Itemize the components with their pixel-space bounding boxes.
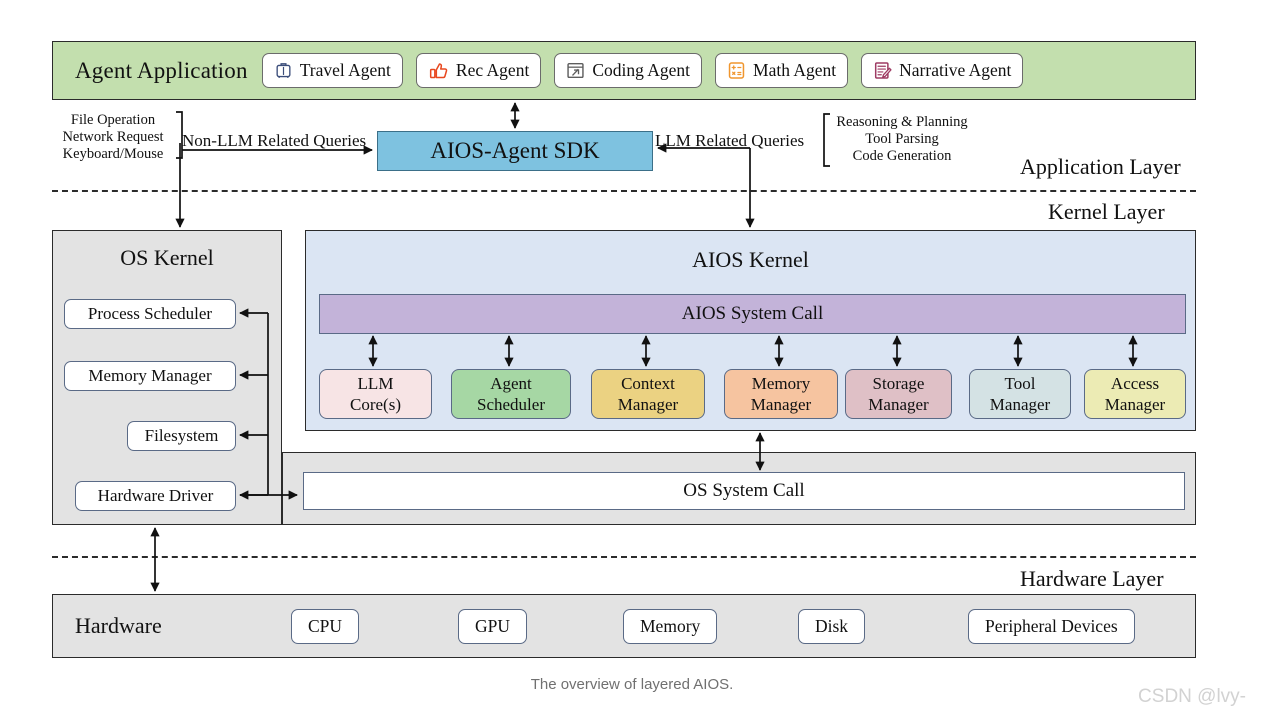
agent-chip-label: Narrative Agent <box>899 60 1012 80</box>
document-pen-icon <box>873 61 892 80</box>
llm-queries-group: Reasoning & Planning Tool Parsing Code G… <box>832 114 972 165</box>
agent-chip-label: Travel Agent <box>299 60 391 80</box>
aios-agent-sdk-label: AIOS-Agent SDK <box>430 138 600 163</box>
code-window-icon <box>566 61 585 80</box>
suitcase-icon <box>274 61 293 80</box>
hardware-title: Hardware <box>75 613 162 638</box>
aios-module-label-line2: Manager <box>750 395 812 414</box>
os-kernel-module-hardware-driver[interactable]: Hardware Driver <box>75 481 236 511</box>
agent-chip-label: Rec Agent <box>455 60 530 80</box>
os-kernel-module-label: Filesystem <box>144 426 219 445</box>
aios-module-label-line2: Manager <box>868 395 929 414</box>
agent-chip-label: Math Agent <box>753 60 837 80</box>
aios-module-label-line2: Manager <box>989 395 1051 414</box>
agent-chip-coding-agent[interactable]: Coding Agent <box>554 53 703 88</box>
hardware-component-disk[interactable]: Disk <box>798 608 866 644</box>
agent-chip-label: Coding Agent <box>592 60 691 80</box>
os-kernel-module-memory-manager[interactable]: Memory Manager <box>64 361 236 391</box>
non-llm-query-item: Network Request <box>62 129 164 145</box>
aios-module-label-line2: Scheduler <box>477 395 545 414</box>
aios-module-label-line1: Agent <box>490 374 532 393</box>
aios-module-storage-manager[interactable]: Storage Manager <box>845 369 952 419</box>
divider-kernel-hardware <box>52 556 1196 558</box>
divider-application-kernel <box>52 190 1196 192</box>
os-kernel-module-label: Memory Manager <box>88 366 212 385</box>
aios-module-context-manager[interactable]: Context Manager <box>591 369 705 419</box>
bracket-llm-queries <box>823 113 830 167</box>
aios-agent-sdk-box[interactable]: AIOS-Agent SDK <box>377 131 653 171</box>
kernel-layer-label: Kernel Layer <box>1048 199 1165 224</box>
os-kernel-module-process-scheduler[interactable]: Process Scheduler <box>64 299 236 329</box>
non-llm-queries-group: File Operation Network Request Keyboard/… <box>48 112 178 163</box>
aios-module-label-line2: Manager <box>1104 395 1166 414</box>
agent-application-bar: Agent Application Travel Agent <box>52 41 1196 100</box>
aios-kernel-panel: AIOS Kernel AIOS System Call LLM Core(s)… <box>305 230 1196 431</box>
os-kernel-title: OS Kernel <box>120 245 214 270</box>
aios-kernel-title: AIOS Kernel <box>692 247 809 272</box>
hardware-layer-label: Hardware Layer <box>1020 566 1164 591</box>
non-llm-query-item: Keyboard/Mouse <box>62 146 164 162</box>
agent-chip-math-agent[interactable]: Math Agent <box>715 53 849 88</box>
os-system-call-label: OS System Call <box>683 480 805 501</box>
agent-chip-travel-agent[interactable]: Travel Agent <box>261 53 403 88</box>
os-kernel-module-filesystem[interactable]: Filesystem <box>127 421 236 451</box>
hardware-component-label: Memory <box>640 615 701 636</box>
aios-module-label-line1: Access <box>1110 374 1160 393</box>
aios-module-tool-manager[interactable]: Tool Manager <box>969 369 1071 419</box>
llm-query-item: Reasoning & Planning <box>836 114 968 130</box>
aios-module-label-line1: Context <box>621 374 675 393</box>
aios-module-label-line1: Storage <box>872 374 925 393</box>
aios-module-memory-manager[interactable]: Memory Manager <box>724 369 838 419</box>
aios-module-agent-scheduler[interactable]: Agent Scheduler <box>451 369 571 419</box>
aios-module-access-manager[interactable]: Access Manager <box>1084 369 1186 419</box>
thumbs-up-icon <box>428 61 449 81</box>
non-llm-queries-label: Non-LLM Related Queries <box>182 131 367 150</box>
llm-query-item: Tool Parsing <box>865 131 939 147</box>
hardware-component-gpu[interactable]: GPU <box>458 608 528 644</box>
aios-system-call-bar[interactable]: AIOS System Call <box>319 294 1186 334</box>
hardware-component-label: CPU <box>308 615 343 636</box>
llm-queries-label: LLM Related Queries <box>655 131 805 150</box>
figure-caption: The overview of layered AIOS. <box>530 676 734 693</box>
hardware-component-label: Disk <box>815 615 849 636</box>
hardware-component-memory[interactable]: Memory <box>623 608 718 644</box>
hardware-component-label: GPU <box>475 615 511 636</box>
csdn-watermark: CSDN @lvy- <box>1138 686 1246 707</box>
agent-chip-rec-agent[interactable]: Rec Agent <box>415 53 542 88</box>
non-llm-query-item: File Operation <box>70 112 156 128</box>
agent-application-title: Agent Application <box>75 57 248 83</box>
aios-module-label-line2: Core(s) <box>350 395 401 414</box>
hardware-component-cpu[interactable]: CPU <box>291 608 360 644</box>
os-kernel-module-label: Process Scheduler <box>87 304 213 323</box>
os-kernel-panel: OS Kernel Process Scheduler Memory Manag… <box>52 230 282 525</box>
aios-module-label-line1: Memory <box>751 374 811 393</box>
os-kernel-module-label: Hardware Driver <box>97 486 214 505</box>
aios-module-llm-cores[interactable]: LLM Core(s) <box>319 369 432 419</box>
aios-module-label-line1: LLM <box>357 374 394 393</box>
agent-chip-narrative-agent[interactable]: Narrative Agent <box>861 53 1024 88</box>
aios-module-label-line1: Tool <box>1004 374 1036 393</box>
aios-module-label-line2: Manager <box>617 395 679 414</box>
hardware-component-label: Peripheral Devices <box>985 615 1118 636</box>
aios-system-call-label: AIOS System Call <box>681 303 824 324</box>
hardware-component-peripheral-devices[interactable]: Peripheral Devices <box>968 608 1135 644</box>
os-system-call-box[interactable]: OS System Call <box>303 472 1185 510</box>
calculator-icon <box>727 61 746 80</box>
llm-query-item: Code Generation <box>852 148 952 164</box>
application-layer-label: Application Layer <box>1020 154 1181 179</box>
hardware-bar: Hardware CPU GPU Memory Disk Peripheral … <box>52 594 1196 658</box>
os-system-call-panel: OS System Call <box>282 452 1196 525</box>
